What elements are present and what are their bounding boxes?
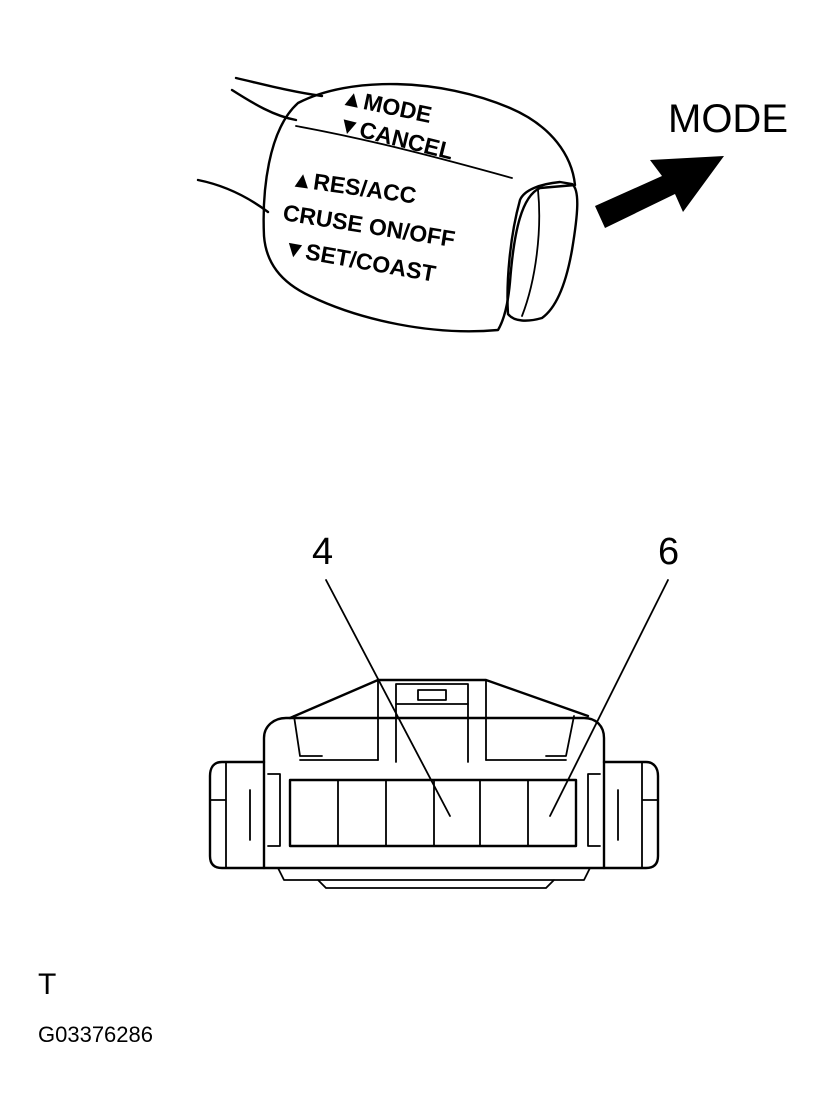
mode-callout-label: MODE (668, 97, 788, 141)
connector-ribs (293, 703, 575, 763)
connector-lock-tab (395, 683, 469, 705)
figure-code: G03376286 (38, 1022, 153, 1047)
connector-latch-inner (377, 679, 487, 761)
connector-flange-left (208, 760, 266, 870)
switch-connector: 4 6 (208, 531, 679, 889)
mode-button[interactable] (506, 180, 579, 322)
connector-flange-right-detail (587, 761, 659, 869)
connector-flange-left-detail (209, 761, 281, 869)
view-letter: T (38, 968, 57, 1001)
terminal-cavity-strip (288, 778, 578, 848)
leader-line-terminal-6 (549, 579, 669, 817)
switch-face-divider (295, 125, 513, 179)
terminal-label-4: 4 (312, 531, 333, 573)
switch-stalk-lower (230, 88, 298, 122)
mode-button-edge (521, 189, 541, 317)
connector-housing (262, 716, 606, 870)
mode-callout: MODE (595, 97, 788, 228)
leader-line-terminal-4 (325, 579, 451, 817)
switch-cable (196, 178, 270, 214)
connector-lock-notch (417, 689, 447, 701)
connector-latch (288, 678, 590, 720)
connector-flange-right (602, 760, 660, 870)
cruise-control-switch: ▲MODE ▼CANCEL ▲RES/ACC CRUSE ON/OFF ▼SET… (196, 76, 579, 333)
connector-base (277, 867, 591, 889)
switch-body (262, 82, 577, 333)
mode-arrow-icon (595, 156, 724, 228)
terminal-label-6: 6 (658, 531, 679, 573)
switch-stalk-upper (234, 76, 324, 98)
terminal-cavity-dividers (337, 779, 529, 847)
